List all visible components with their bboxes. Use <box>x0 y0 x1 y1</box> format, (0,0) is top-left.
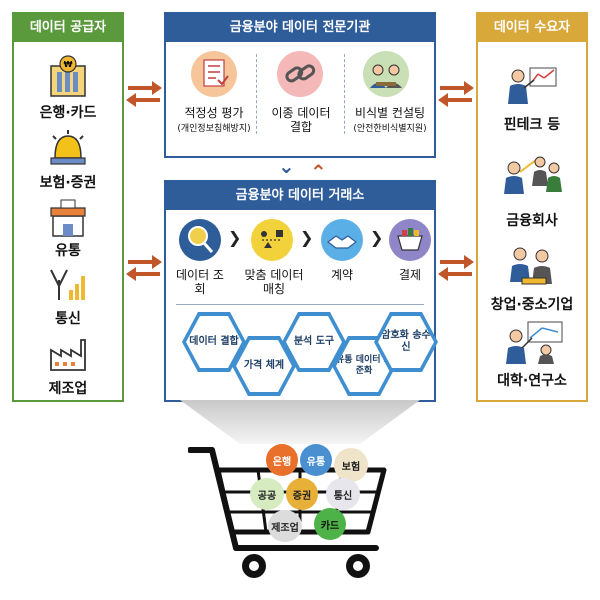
exchange-step-contract: 계약 <box>330 268 354 282</box>
cart-ball-telecom: 통신 <box>326 478 360 510</box>
handshake-icon <box>321 219 363 261</box>
arrow-right-icon: ❯ <box>228 228 242 247</box>
payment-basket-icon <box>389 219 431 261</box>
exchange-divider <box>176 304 424 305</box>
supplier-title: 데이터 공급자 <box>14 14 122 42</box>
supplier-item-retail: 유통 <box>55 243 81 259</box>
agency-item-adequacy-sub: (개인정보침해방지) <box>177 124 251 134</box>
bank-icon: ₩ <box>50 55 86 97</box>
supplier-item-telecom: 통신 <box>55 311 81 327</box>
cart-ball-manufacturing: 제조업 <box>268 510 302 542</box>
cart-ball-card: 카드 <box>314 508 346 540</box>
consumer-item-fintech: 핀테크 등 <box>503 117 561 133</box>
exchange-step-custom-data-matching: 맞춤 데이터 매칭 <box>244 268 304 296</box>
exchange-step-payment: 결제 <box>398 268 422 282</box>
cart-ball-public: 공공 <box>250 478 284 510</box>
telecom-icon <box>50 269 85 300</box>
agency-panel: 금융분야 데이터 전문기관 적정성 평가 (개인정보침해방지) 이종 데이터 결… <box>164 12 436 158</box>
agency-separator-2 <box>344 54 345 134</box>
cart-ball-retail: 유통 <box>300 444 332 476</box>
consumer-title: 데이터 수요자 <box>478 14 586 42</box>
agency-title: 금융분야 데이터 전문기관 <box>166 14 434 42</box>
agency-consumer-exchange-arrow <box>438 81 474 107</box>
insurance-icon <box>50 130 86 165</box>
agency-item-deidentification-sub: (안전한비식별지원) <box>353 124 427 134</box>
cart-ball-bank: 은행 <box>266 444 298 476</box>
startup-icon <box>510 247 552 285</box>
supplier-panel: 데이터 공급자 ₩ 은행·카드 보험·증권 유통 통신 <box>12 12 124 402</box>
consulting-icon <box>363 51 409 97</box>
consumer-item-startup-sme: 창업·중소기업 <box>490 297 574 313</box>
chevron-up-icon: ⌃ <box>310 160 327 184</box>
hex-data-combination: 데이터 결합 <box>182 312 246 372</box>
factory-icon <box>50 339 86 371</box>
exchange-step-data-inquiry: 데이터 조회 <box>176 268 224 296</box>
store-icon <box>50 199 86 237</box>
search-icon <box>179 219 221 261</box>
agency-item-adequacy-evaluation: 적정성 평가 <box>184 106 244 120</box>
consumer-item-financial-company: 금융회사 <box>506 213 558 229</box>
agency-item-heterogeneous-data-combination: 이종 데이터 결합 <box>271 106 331 134</box>
supplier-exchange-exchange-arrow <box>126 255 162 281</box>
arrow-right-icon: ❯ <box>300 228 314 247</box>
fintech-presenter-icon <box>508 67 557 104</box>
agency-separator-1 <box>256 54 257 134</box>
supplier-item-manufacturing: 제조업 <box>48 381 88 397</box>
exchange-title: 금융분야 데이터 거래소 <box>166 182 434 210</box>
arrow-right-icon: ❯ <box>370 228 384 247</box>
consumer-item-university-institute: 대학·연구소 <box>497 373 567 389</box>
exchange-consumer-exchange-arrow <box>438 255 474 281</box>
university-icon <box>506 321 563 364</box>
evaluation-icon <box>191 51 237 97</box>
matching-icon <box>251 219 293 261</box>
chevron-down-icon: ⌄ <box>278 154 295 178</box>
exchange-panel: 금융분야 데이터 거래소 ❯ ❯ ❯ 데이터 조회 맞춤 데이터 매칭 계약 결… <box>164 180 438 402</box>
svg-text:₩: ₩ <box>64 60 73 69</box>
funnel-arrow <box>180 400 420 444</box>
supplier-agency-exchange-arrow <box>126 81 162 107</box>
consumer-panel: 데이터 수요자 핀테크 등 금융회사 창업·중소기업 <box>476 12 588 402</box>
supplier-item-insurance-securities: 보험·증권 <box>39 175 97 191</box>
cart-ball-securities: 증권 <box>286 478 318 510</box>
agency-item-deidentification-consulting: 비식별 컨설팅 <box>354 106 426 120</box>
chain-link-icon <box>277 51 323 97</box>
cart-ball-insurance: 보험 <box>334 448 368 482</box>
financial-company-icon <box>504 156 562 194</box>
supplier-item-bank-card: 은행·카드 <box>39 105 97 121</box>
